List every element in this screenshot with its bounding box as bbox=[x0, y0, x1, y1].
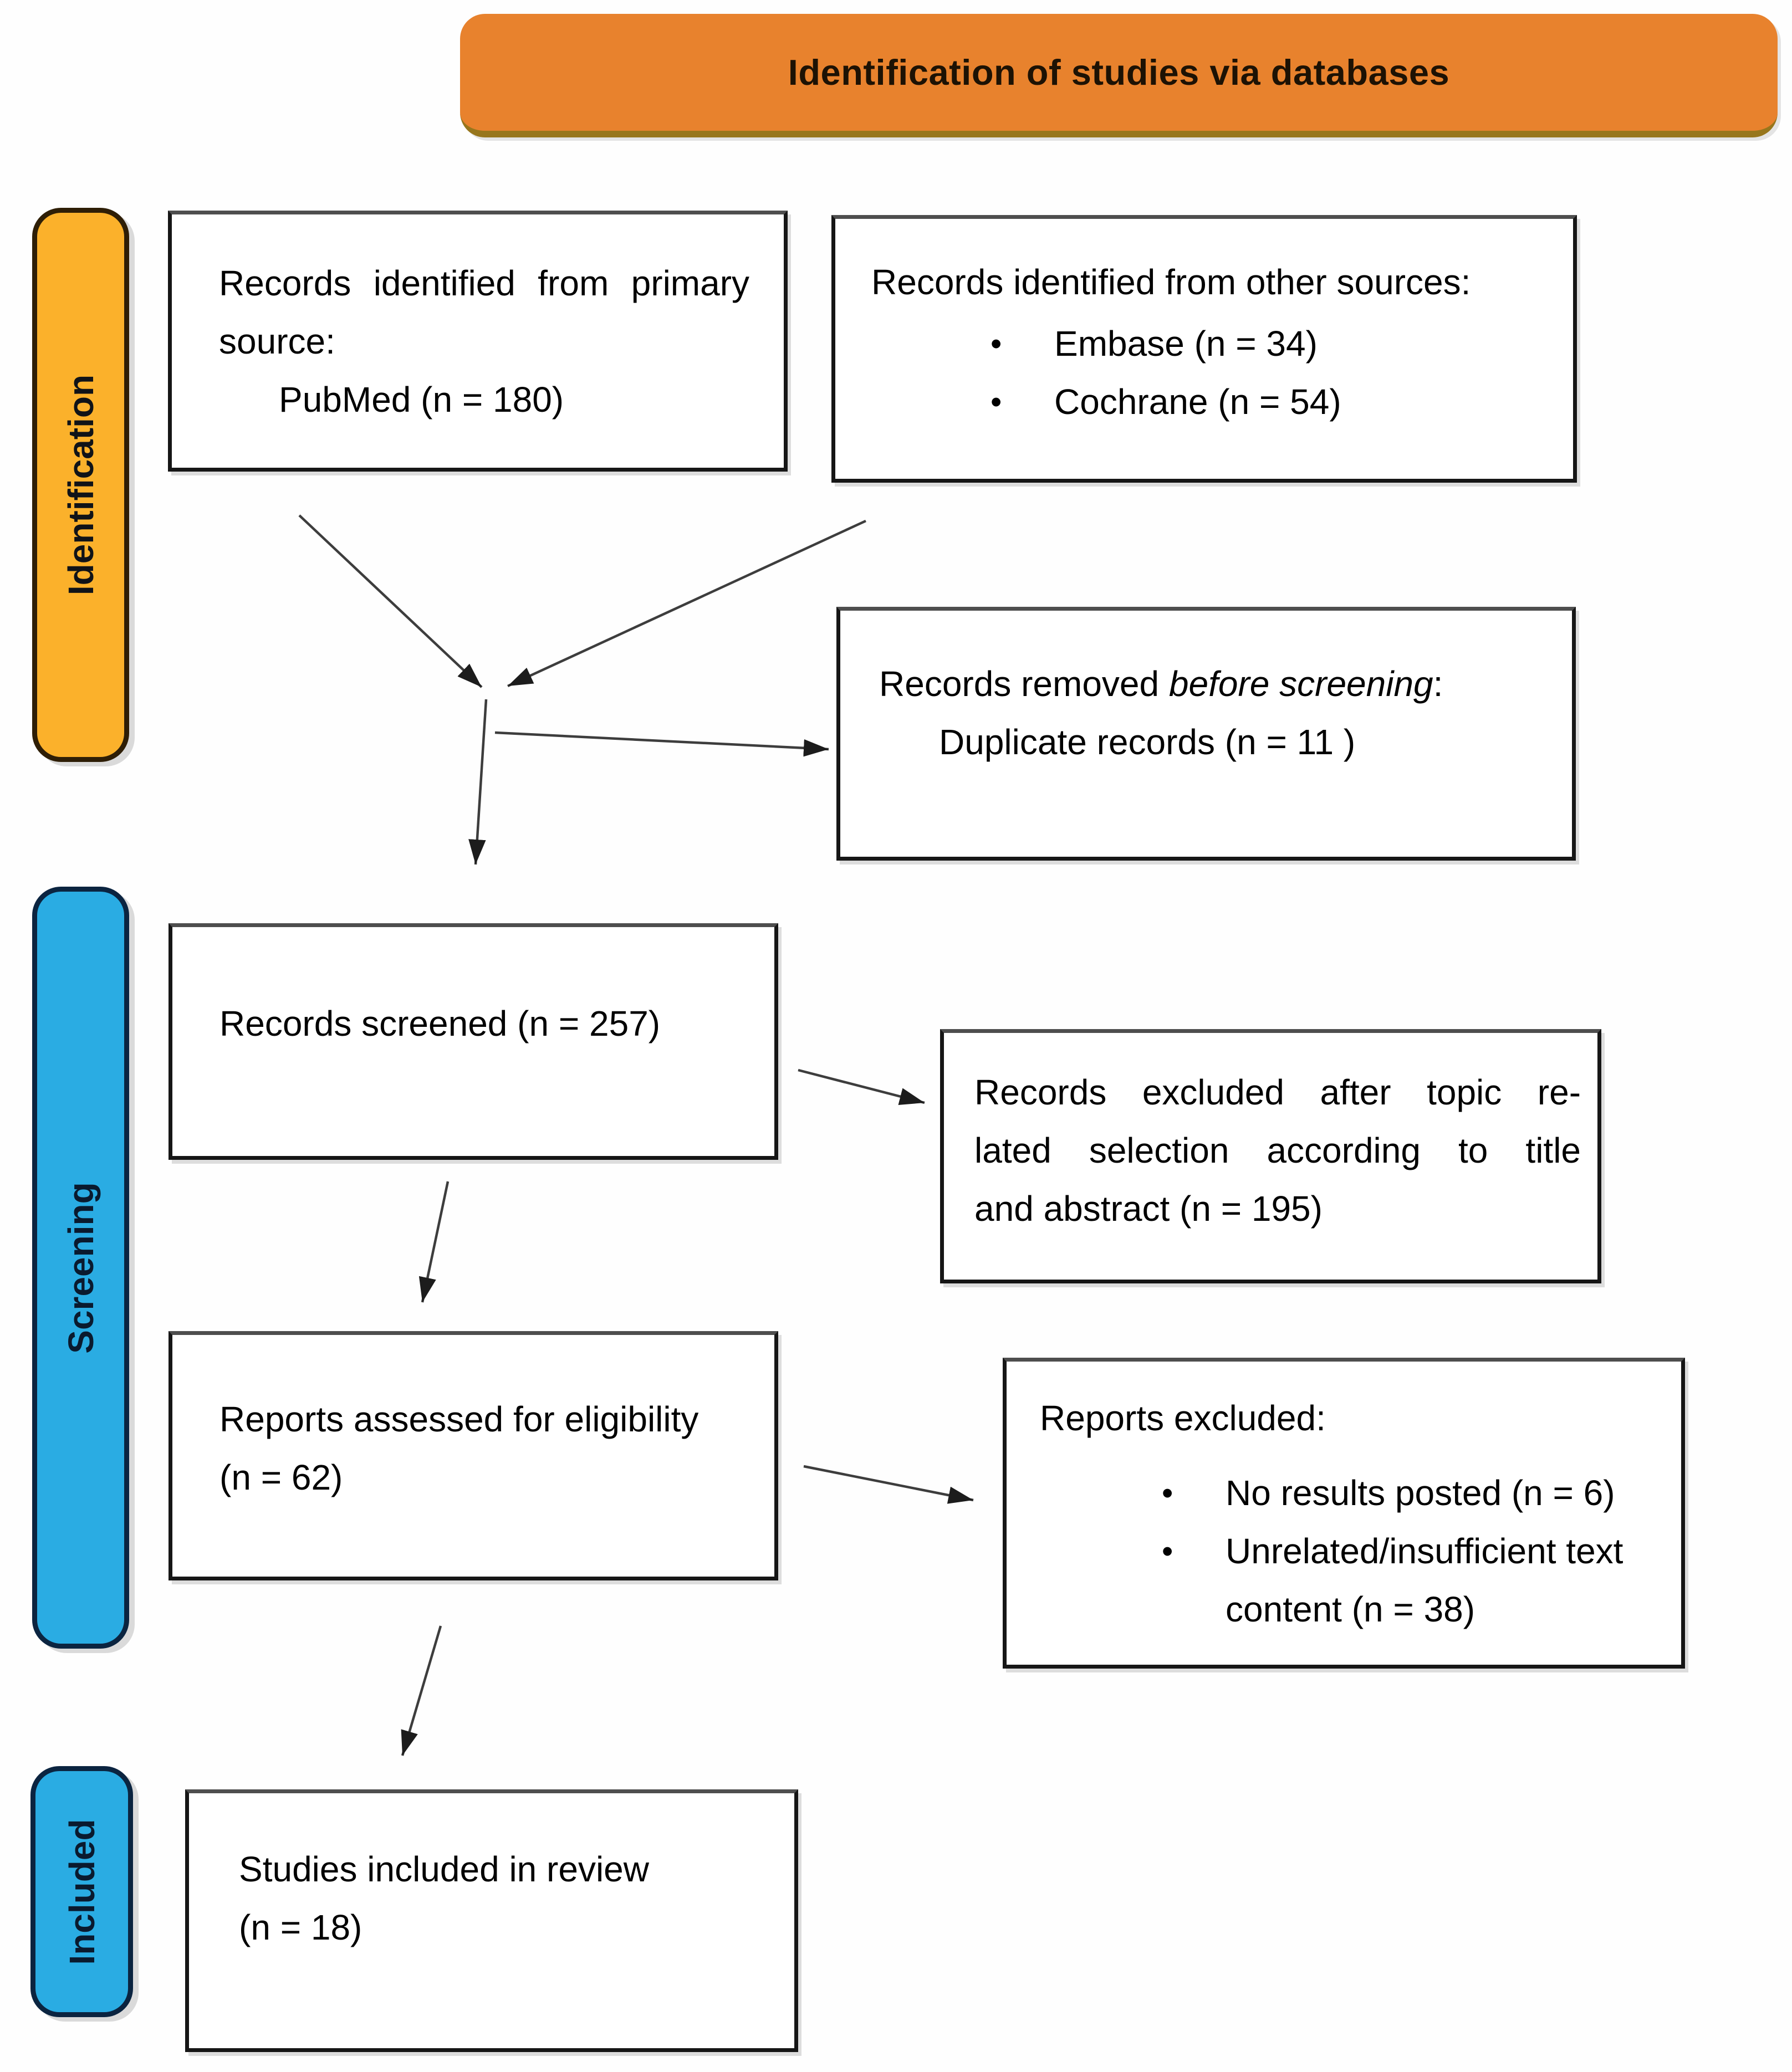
records-identified-primary-box: Records identified from primary source: … bbox=[168, 211, 788, 472]
banner-title: Identification of studies via databases bbox=[788, 52, 1450, 93]
records-screened-box: Records screened (n = 257) bbox=[169, 923, 778, 1160]
excluded-line-1: Records excluded after topic re- bbox=[974, 1072, 1581, 1112]
assessed-count: (n = 62) bbox=[219, 1457, 343, 1497]
other-sources-list: • Embase (n = 34) • Cochrane (n = 54) bbox=[991, 315, 1543, 431]
list-item: • No results posted (n = 6) bbox=[1162, 1464, 1659, 1522]
screened-count: Records screened (n = 257) bbox=[219, 1004, 661, 1043]
removed-count-duplicates: Duplicate records (n = 11 ) bbox=[939, 722, 1356, 762]
bullet-icon: • bbox=[1162, 1475, 1173, 1511]
list-item: • Cochrane (n = 54) bbox=[991, 373, 1543, 431]
stage-label-screening-text: Screening bbox=[60, 1181, 101, 1354]
arrow-other-to-merge bbox=[507, 519, 866, 688]
reports-excluded-no-results: No results posted (n = 6) bbox=[1226, 1473, 1615, 1513]
list-item: • Embase (n = 34) bbox=[991, 315, 1543, 373]
reports-excluded-box: Reports excluded: • No results posted (n… bbox=[1003, 1358, 1685, 1669]
bullet-icon: • bbox=[991, 326, 1002, 362]
arrow-primary-to-merge bbox=[298, 514, 483, 688]
arrow-merge-to-screened bbox=[468, 699, 488, 865]
primary-count-pubmed: PubMed (n = 180) bbox=[279, 380, 564, 419]
included-line-1: Studies included in review bbox=[239, 1849, 649, 1889]
arrow-merge-to-removed bbox=[494, 731, 829, 757]
bullet-icon: • bbox=[1162, 1533, 1173, 1569]
reports-excluded-unrelated-line2: content (n = 38) bbox=[1226, 1589, 1476, 1629]
other-count-cochrane: Cochrane (n = 54) bbox=[1054, 382, 1341, 422]
banner-identification-via-databases: Identification of studies via databases bbox=[460, 14, 1778, 137]
stage-label-included: Included bbox=[30, 1766, 133, 2017]
reports-excluded-list: • No results posted (n = 6) • Unrelated/… bbox=[1162, 1464, 1659, 1639]
other-sources-title: Records identified from other sources: bbox=[871, 262, 1471, 302]
arrow-screened-to-assessed bbox=[418, 1181, 450, 1303]
reports-excluded-title: Reports excluded: bbox=[1040, 1398, 1326, 1438]
reports-assessed-box: Reports assessed for eligibility (n = 62… bbox=[169, 1331, 778, 1580]
excluded-line-2: lated selection according to title bbox=[974, 1130, 1581, 1170]
primary-line-2: source: bbox=[219, 321, 335, 361]
removed-title: Records removed before screening: bbox=[879, 664, 1443, 704]
stage-label-identification-text: Identification bbox=[60, 374, 101, 596]
included-count: (n = 18) bbox=[239, 1907, 363, 1947]
arrow-assessed-to-included bbox=[401, 1625, 442, 1756]
primary-line-1: Records identified from primary bbox=[219, 263, 749, 303]
excluded-line-3: and abstract (n = 195) bbox=[974, 1189, 1323, 1229]
stage-label-screening: Screening bbox=[32, 887, 129, 1649]
assessed-line-1: Reports assessed for eligibility bbox=[219, 1399, 699, 1439]
arrow-screened-to-excluded bbox=[798, 1068, 925, 1105]
records-removed-before-screening-box: Records removed before screening: Duplic… bbox=[836, 607, 1576, 861]
studies-included-box: Studies included in review (n = 18) bbox=[185, 1789, 798, 2052]
removed-title-italic: before screening bbox=[1168, 664, 1433, 704]
records-identified-other-box: Records identified from other sources: •… bbox=[831, 215, 1577, 483]
arrow-assessed-to-excluded bbox=[803, 1465, 974, 1504]
bullet-icon: • bbox=[991, 384, 1002, 420]
records-excluded-box: Records excluded after topic re- lated s… bbox=[940, 1029, 1601, 1283]
stage-label-identification: Identification bbox=[32, 208, 129, 762]
stage-label-included-text: Included bbox=[62, 1818, 102, 1965]
other-count-embase: Embase (n = 34) bbox=[1054, 324, 1318, 364]
